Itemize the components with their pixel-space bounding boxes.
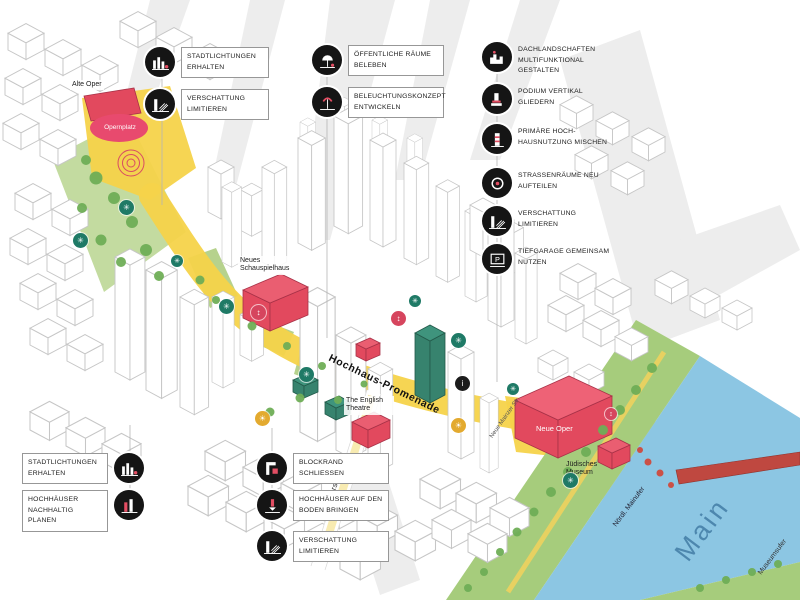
legend-item: PRIMÄRE HOCH-HAUSNUTZUNG MISCHEN: [482, 124, 610, 154]
label-opernplatz: Opernplatz: [104, 124, 136, 131]
legend-item: DACHLANDSCHAFTEN MULTIFUNKTIONAL GESTALT…: [482, 42, 610, 77]
bridge: [675, 451, 800, 485]
legend-label: STADTLICHTUNGEN ERHALTEN: [22, 453, 108, 485]
svg-text:P: P: [495, 255, 500, 264]
legend-label: PRIMÄRE HOCH-HAUSNUTZUNG MISCHEN: [518, 128, 608, 146]
legend-label: VERSCHATTUNG LIMITIEREN: [518, 210, 577, 228]
legend-item: VERSCHATTUNG LIMITIEREN: [482, 206, 610, 236]
teal-tower: [414, 324, 446, 404]
lighting-badge-icon: ☀: [451, 418, 466, 433]
nachhaltig-planen-icon: [114, 490, 144, 520]
red-trees: [637, 447, 674, 488]
legend-label: STRASSENRÄUME NEU AUFTEILEN: [518, 172, 599, 190]
label-neue-oper: Neue Oper: [536, 424, 573, 433]
label-english-theatre: The English Theatre: [344, 396, 394, 415]
green-space-badge-icon: ✳: [451, 333, 466, 348]
green-space-badge-icon: ✳: [171, 255, 183, 267]
legend-label: STADTLICHTUNGEN ERHALTEN: [181, 47, 269, 79]
stadtlichtungen-erhalten-icon: [145, 47, 175, 77]
legend-item: BLOCKRAND SCHLIESSEN: [257, 453, 389, 485]
legend-item: PODIUM VERTIKAL GLIEDERN: [482, 84, 610, 114]
dachlandschaften-icon: [482, 42, 512, 72]
oeffentliche-raeume-icon: [312, 45, 342, 75]
mixed-use-badge-icon: ↕: [605, 408, 617, 420]
landmarks: [83, 87, 631, 470]
legend-item: STRASSENRÄUME NEU AUFTEILEN: [482, 168, 610, 198]
verschattung-limitieren-icon: [482, 206, 512, 236]
mixed-use-badge-icon: ↕: [391, 311, 406, 326]
mixed-use-badge-icon: ↕: [251, 305, 266, 320]
main-river: [534, 356, 800, 600]
legend-item: STADTLICHTUNGEN ERHALTEN: [22, 453, 144, 485]
podium-gliedern-icon: [482, 84, 512, 114]
legend-label: TIEFGARAGE GEMEINSAM NUTZEN: [518, 248, 610, 266]
legend-item: P TIEFGARAGE GEMEINSAM NUTZEN: [482, 244, 610, 274]
green-space-badge-icon: ✳: [73, 233, 88, 248]
legend-label: BELEUCHTUNGSKONZEPT ENTWICKELN: [348, 87, 446, 119]
label-alte-oper: Alte Oper: [70, 80, 104, 91]
legend-label: BLOCKRAND SCHLIESSEN: [293, 453, 389, 485]
english-theatre-building: [351, 411, 391, 449]
green-space-badge-icon: ✳: [299, 367, 314, 382]
legend-item: HOCHHÄUSER NACHHALTIG PLANEN: [22, 490, 144, 532]
green-space-badge-icon: ✳: [563, 473, 578, 488]
green-space-badge-icon: ✳: [219, 299, 234, 314]
legend-label: HOCHHÄUSER AUF DEN BODEN BRINGEN: [293, 490, 389, 522]
legend-label: HOCHHÄUSER NACHHALTIG PLANEN: [22, 490, 108, 532]
stadtlichtungen-erhalten-icon: [114, 453, 144, 483]
legend-label: VERSCHATTUNG LIMITIEREN: [293, 531, 389, 563]
opernplatz-oval: [90, 114, 148, 142]
verschattung-limitieren-icon: [257, 531, 287, 561]
legend-item: BELEUCHTUNGSKONZEPT ENTWICKELN: [312, 87, 446, 119]
legend-label: ÖFFENTLICHE RÄUME BELEBEN: [348, 45, 444, 77]
label-juedisches-museum: Jüdisches Museum: [566, 461, 598, 477]
legend-label: PODIUM VERTIKAL GLIEDERN: [518, 88, 583, 106]
hochhausnutzung-mischen-icon: [482, 124, 512, 154]
legend-item: HOCHHÄUSER AUF DEN BODEN BRINGEN: [257, 490, 389, 522]
legend-item: VERSCHATTUNG LIMITIEREN: [145, 89, 269, 121]
lighting-badge-icon: ☀: [255, 411, 270, 426]
legend-item: VERSCHATTUNG LIMITIEREN: [257, 531, 389, 563]
legend-label: VERSCHATTUNG LIMITIEREN: [181, 89, 269, 121]
fountain-ripples: [117, 149, 145, 177]
verschattung-limitieren-icon: [145, 89, 175, 119]
blockrand-schliessen-icon: [257, 453, 287, 483]
strassenraeume-aufteilen-icon: [482, 168, 512, 198]
info-badge-icon: i: [455, 376, 470, 391]
south-riverbank: [640, 562, 800, 600]
boden-bringen-icon: [257, 490, 287, 520]
label-neues-schauspielhaus: Neues Schauspielhaus: [238, 256, 302, 275]
legend-label: DACHLANDSCHAFTEN MULTIFUNKTIONAL GESTALT…: [518, 46, 596, 75]
neue-oper-building: [514, 375, 613, 459]
green-roof-badge-icon: ✳: [409, 295, 421, 307]
legend-item: ÖFFENTLICHE RÄUME BELEBEN: [312, 45, 444, 77]
alte-oper-building: [83, 87, 142, 122]
legend-item: STADTLICHTUNGEN ERHALTEN: [145, 47, 269, 79]
green-space-badge-icon: ✳: [507, 383, 519, 395]
beleuchtungskonzept-icon: [312, 87, 342, 117]
tiefgarage-icon: P: [482, 244, 512, 274]
juedisches-museum-building: [597, 437, 631, 470]
promenade-pavilion: [355, 337, 381, 362]
green-space-badge-icon: ✳: [119, 200, 134, 215]
trees: [77, 155, 782, 592]
